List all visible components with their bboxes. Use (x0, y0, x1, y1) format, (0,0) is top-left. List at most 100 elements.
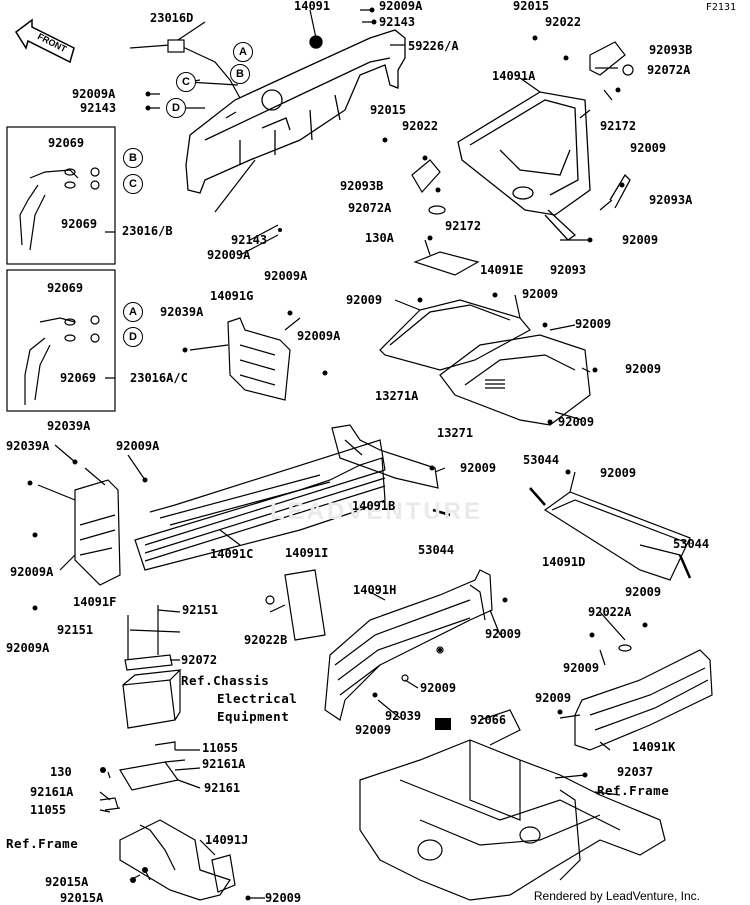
callout-d: D (166, 98, 186, 118)
watermark: LEADVENTURE (270, 498, 484, 525)
part-label[interactable]: 92009 (535, 691, 572, 705)
part-label[interactable]: 92022 (545, 15, 582, 29)
part-label[interactable]: 92093A (649, 193, 693, 207)
plate-14091i (284, 569, 326, 641)
callout-b: B (123, 148, 143, 168)
part-label[interactable]: 92022B (244, 633, 288, 647)
part-label[interactable]: 23016/B (122, 224, 173, 238)
part-label[interactable]: 92069 (61, 217, 98, 231)
part-label[interactable]: 130A (365, 231, 394, 245)
part-label[interactable]: 14091D (542, 555, 586, 569)
part-label[interactable]: 53044 (523, 453, 560, 467)
ref-frame-right[interactable]: Ref.Frame (597, 783, 670, 798)
part-label[interactable]: 92009 (460, 461, 497, 475)
part-label[interactable]: 92009A (116, 439, 160, 453)
part-label[interactable]: 92009A (264, 269, 308, 283)
part-label[interactable]: 92161A (30, 785, 74, 799)
part-label[interactable]: 53044 (673, 537, 710, 551)
part-label[interactable]: 92022A (588, 605, 632, 619)
part-label[interactable]: 92009A (379, 0, 423, 13)
part-label[interactable]: 14091F (73, 595, 117, 609)
part-label[interactable]: 92022 (402, 119, 439, 133)
part-label[interactable]: 14091B (352, 499, 396, 513)
part-label[interactable]: 92143 (80, 101, 117, 115)
part-label[interactable]: 92009 (355, 723, 392, 737)
part-label[interactable]: 92009 (485, 627, 522, 641)
tray-14091a (457, 91, 631, 241)
part-label[interactable]: 92151 (182, 603, 219, 617)
ref-chassis-electrical-line2[interactable]: Electrical (217, 691, 298, 706)
part-label[interactable]: 14091 (294, 0, 331, 13)
part-label[interactable]: 92009 (575, 317, 612, 331)
ref-chassis-electrical-line3[interactable]: Equipment (217, 709, 290, 724)
panel-13271a (379, 299, 531, 371)
part-label[interactable]: 13271A (375, 389, 419, 403)
part-label[interactable]: 92009 (346, 293, 383, 307)
front-arrow-icon: FRONT (14, 18, 75, 64)
part-label[interactable]: 92093B (649, 43, 693, 57)
part-label[interactable]: 92009 (622, 233, 659, 247)
part-label[interactable]: 92172 (600, 119, 637, 133)
part-label[interactable]: 92009A (6, 641, 50, 655)
part-label[interactable]: 92009A (297, 329, 341, 343)
part-label[interactable]: 92093B (340, 179, 384, 193)
callout-b: B (230, 64, 250, 84)
part-label[interactable]: 92015A (60, 891, 104, 905)
part-label[interactable]: 14091E (480, 263, 524, 277)
part-label[interactable]: 92009A (72, 87, 116, 101)
part-label[interactable]: 23016A/C (130, 371, 188, 385)
part-label[interactable]: 11055 (30, 803, 67, 817)
part-label[interactable]: 92009 (625, 585, 662, 599)
part-label[interactable]: 92009A (10, 565, 54, 579)
part-label[interactable]: 23016D (150, 11, 194, 25)
part-label[interactable]: 92161 (204, 781, 241, 795)
part-label[interactable]: 92143 (379, 15, 416, 29)
part-label[interactable]: 130 (50, 765, 72, 779)
part-label[interactable]: 92009 (522, 287, 559, 301)
part-label[interactable]: 92151 (57, 623, 94, 637)
part-label[interactable]: 92172 (445, 219, 482, 233)
part-label[interactable]: 14091I (285, 546, 329, 560)
part-label[interactable]: 92015A (45, 875, 89, 889)
part-label[interactable]: 92009 (600, 466, 637, 480)
part-label[interactable]: 14091A (492, 69, 536, 83)
part-label[interactable]: 92009 (563, 661, 600, 675)
part-label[interactable]: 92072A (647, 63, 691, 77)
part-label[interactable]: 92069 (60, 371, 97, 385)
part-label[interactable]: 92015 (370, 103, 407, 117)
part-label[interactable]: 13271 (437, 426, 474, 440)
part-label[interactable]: 14091G (210, 289, 254, 303)
part-label[interactable]: 14091C (210, 547, 254, 561)
part-label[interactable]: 92015 (513, 0, 550, 13)
part-label[interactable]: 92009 (558, 415, 595, 429)
part-label[interactable]: 92039 (385, 709, 422, 723)
credit-text: Rendered by LeadVenture, Inc. (533, 889, 700, 903)
part-label[interactable]: 92143 (231, 233, 268, 247)
part-label[interactable]: 92072A (348, 201, 392, 215)
part-label[interactable]: 92093 (550, 263, 587, 277)
part-label[interactable]: 92069 (48, 136, 85, 150)
part-label[interactable]: 14091K (632, 740, 676, 754)
part-label[interactable]: 92009 (630, 141, 667, 155)
part-label[interactable]: 92039A (6, 439, 50, 453)
part-label[interactable]: 92069 (47, 281, 84, 295)
part-label[interactable]: 53044 (418, 543, 455, 557)
part-label[interactable]: 14091H (353, 583, 397, 597)
part-label[interactable]: 92072 (181, 653, 218, 667)
inset-box-b-c (6, 126, 116, 265)
part-label[interactable]: 11055 (202, 741, 239, 755)
part-label[interactable]: 92009 (420, 681, 457, 695)
part-label[interactable]: 92161A (202, 757, 246, 771)
part-label[interactable]: 92039A (160, 305, 204, 319)
battery (122, 669, 182, 729)
ref-frame-left[interactable]: Ref.Frame (6, 836, 79, 851)
part-label[interactable]: 92039A (47, 419, 91, 433)
part-label[interactable]: 92037 (617, 765, 654, 779)
ref-chassis-electrical-line1[interactable]: Ref.Chassis (181, 673, 270, 688)
part-label[interactable]: 92009 (625, 362, 662, 376)
part-label[interactable]: 59226/A (408, 39, 459, 53)
part-label[interactable]: 14091J (205, 833, 249, 847)
part-label[interactable]: 92009 (265, 891, 302, 905)
part-label[interactable]: 92066 (470, 713, 507, 727)
part-label[interactable]: 92009A (207, 248, 251, 262)
